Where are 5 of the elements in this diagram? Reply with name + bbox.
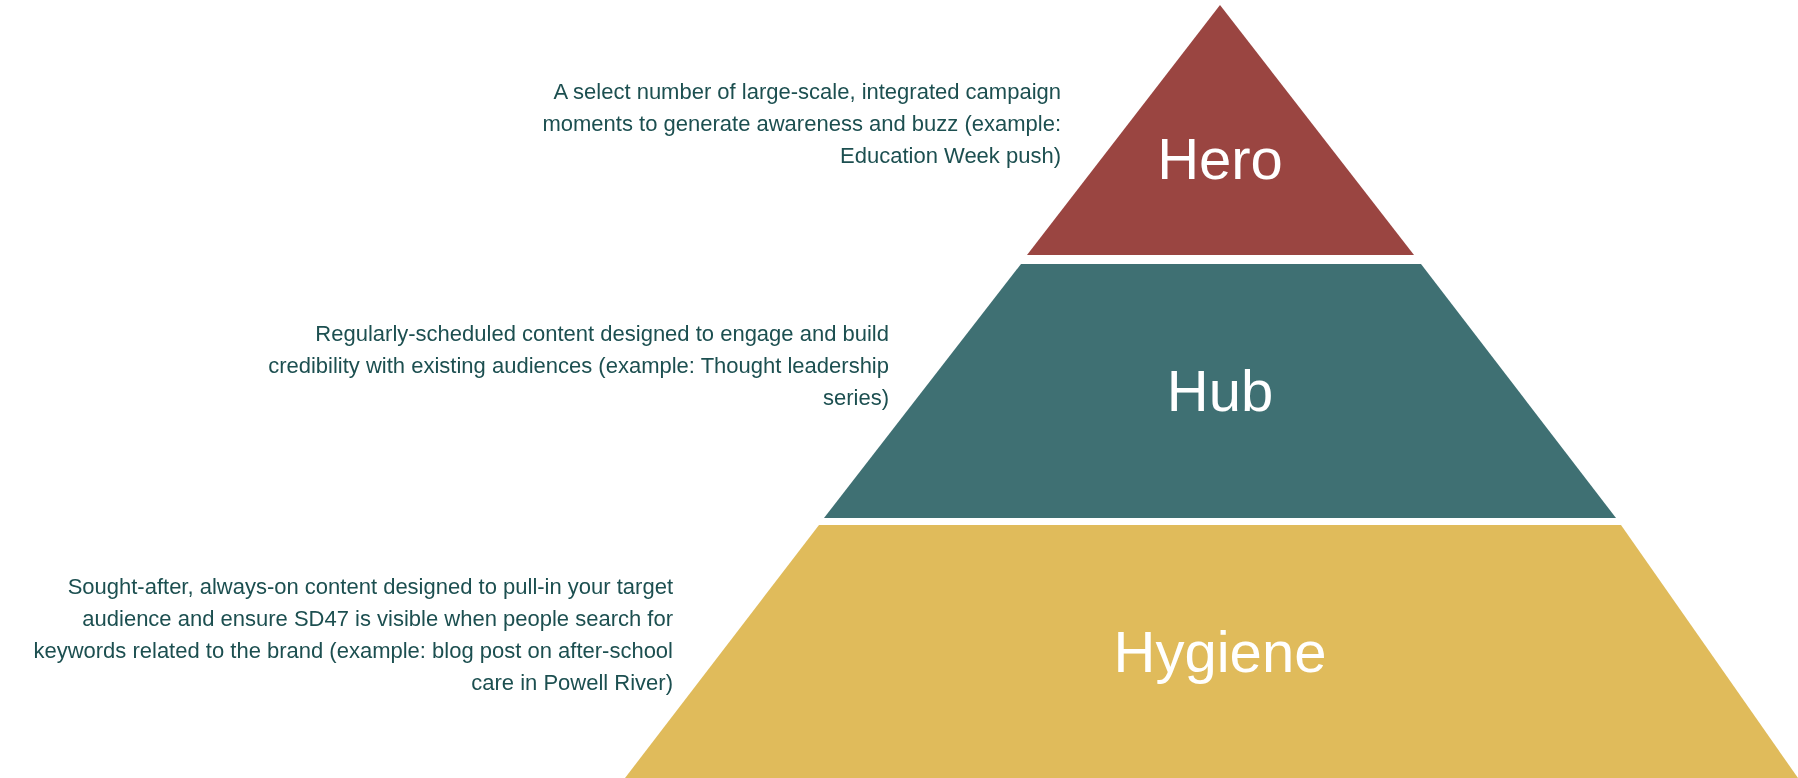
tier-description: Regularly-scheduled content designed to engage and build credibility with existing audiences (example: Thought leadership series) — [267, 320, 889, 412]
tier-label: Hero — [1157, 130, 1283, 188]
tier-description: A select number of large-scale, integrated campaign moments to generate awareness and buzz (example: Education Week push) — [541, 78, 1061, 170]
tier-label: Hub — [1166, 362, 1274, 420]
tier-description: Sought-after, always-on content designed to pull-in your target audience and ensure SD47 is visible when people search for keywords related to the brand (example: blog post on after-school care in Powell River) — [32, 573, 673, 697]
